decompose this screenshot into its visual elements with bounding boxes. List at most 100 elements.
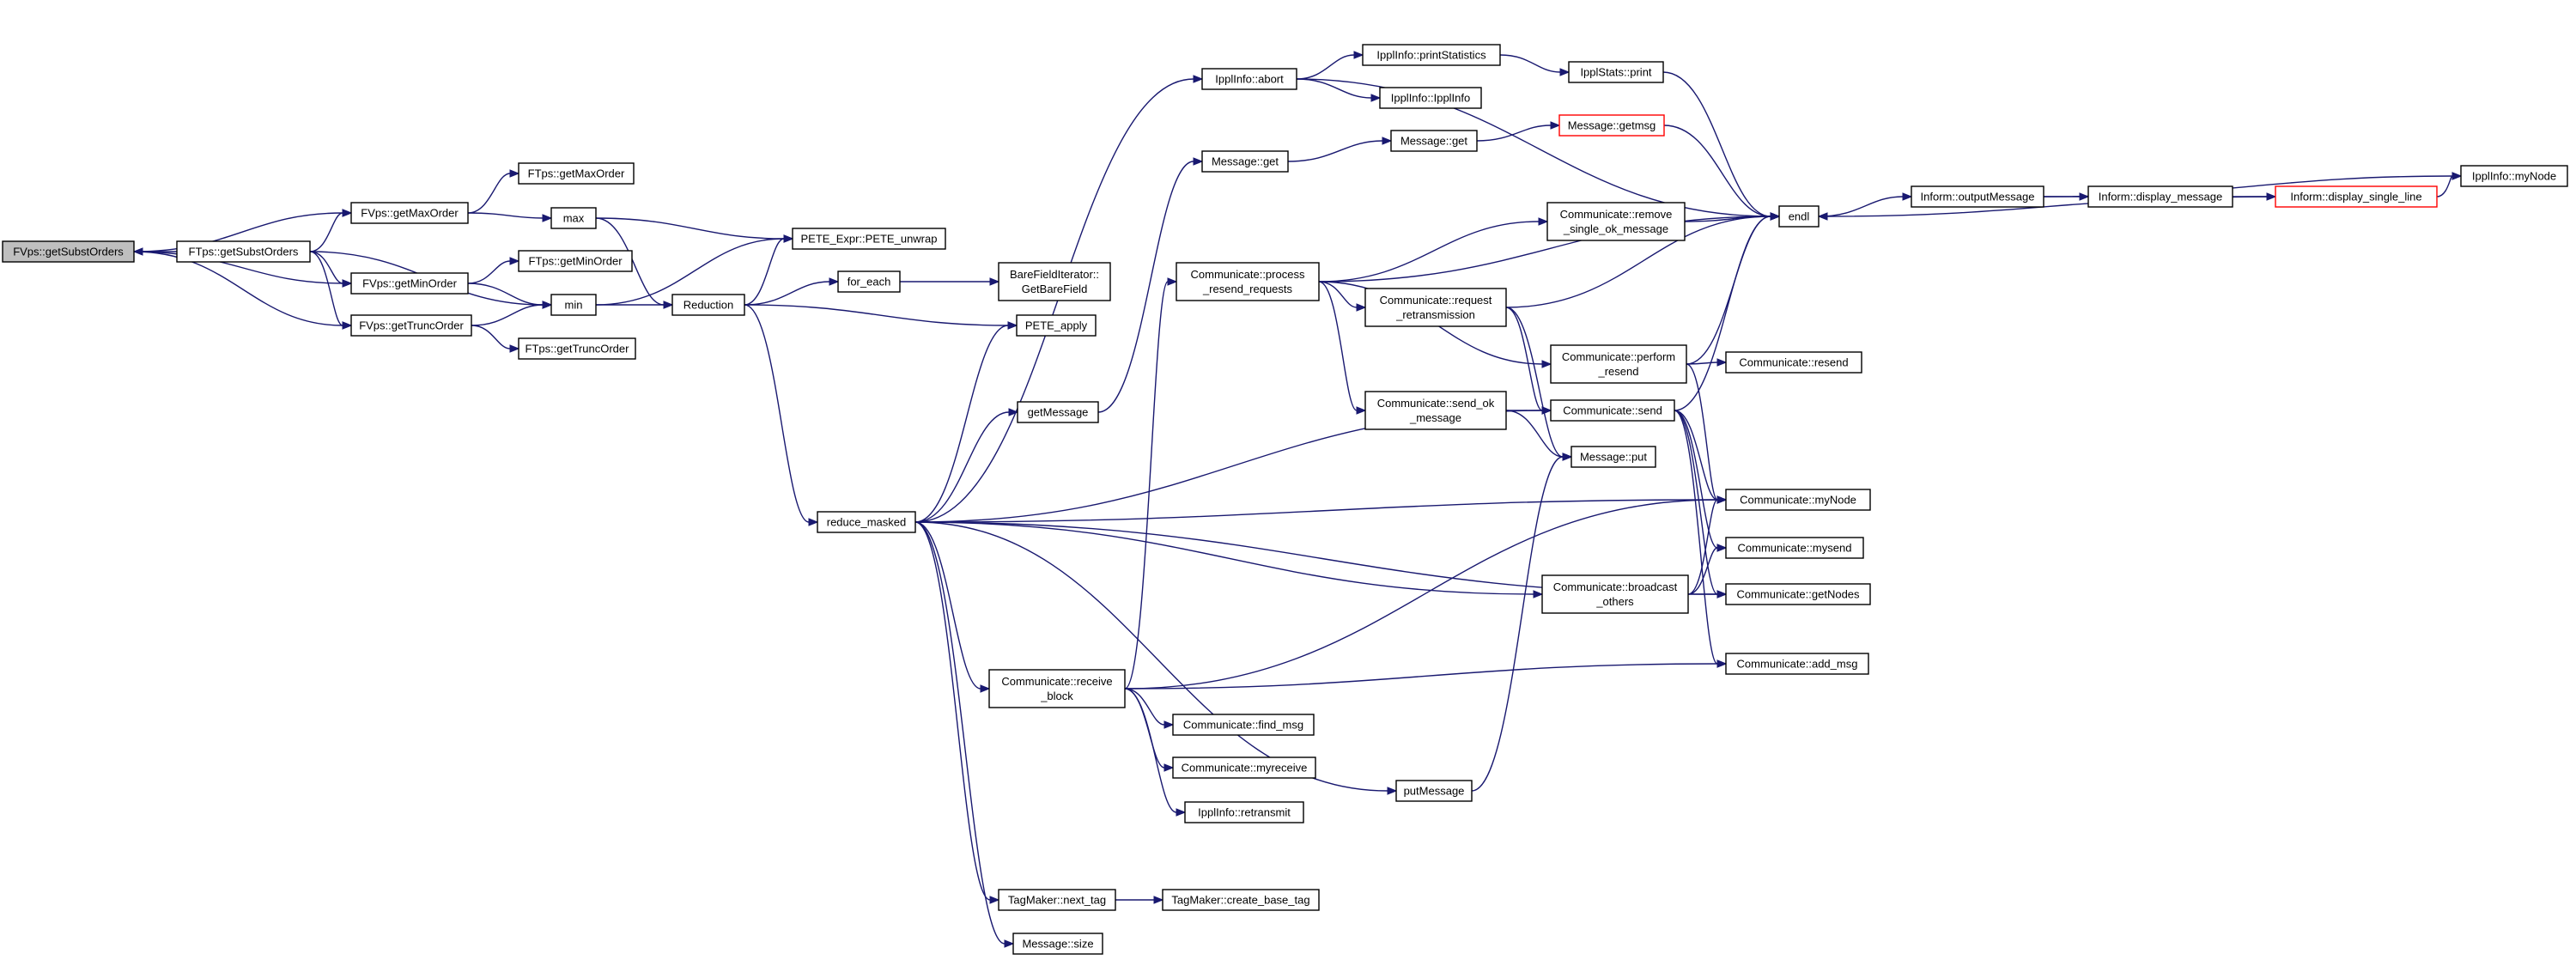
arrowhead <box>980 684 991 693</box>
node-label: Inform::display_message <box>2099 191 2223 204</box>
edge-line <box>914 521 1005 945</box>
graph-node-fvps-getmax[interactable]: FVps::getMaxOrder <box>350 202 469 224</box>
graph-node-ippl-abort[interactable]: IpplInfo::abort <box>1201 68 1297 90</box>
node-box <box>1184 801 1304 823</box>
graph-node-message-get2[interactable]: Message::get <box>1390 130 1478 152</box>
graph-node-comm-send[interactable]: Communicate::send <box>1550 399 1675 422</box>
arrowhead <box>509 344 520 353</box>
graph-node-putmessage[interactable]: putMessage <box>1395 780 1473 802</box>
graph-node-comm-getnodes[interactable]: Communicate::getNodes <box>1725 583 1871 605</box>
node-label: IpplInfo::printStatistics <box>1376 49 1486 62</box>
graph-node-comm-remove[interactable]: Communicate::remove_single_ok_message <box>1546 202 1686 241</box>
arrowhead <box>829 277 840 286</box>
node-label: Communicate::getNodes <box>1736 588 1860 601</box>
graph-node-for-each[interactable]: for_each <box>837 270 901 293</box>
graph-node-comm-request[interactable]: Communicate::request_retransmission <box>1364 288 1507 327</box>
graph-node-ftps-getmin[interactable]: FTps::getMinOrder <box>518 250 633 272</box>
edge-line <box>1674 410 1718 665</box>
graph-node-ippl-printstats[interactable]: IpplInfo::printStatistics <box>1362 44 1501 66</box>
graph-node-reduce-masked[interactable]: reduce_masked <box>817 511 916 533</box>
graph-node-message-size[interactable]: Message::size <box>1012 933 1103 955</box>
graph-node-pete-unwrap[interactable]: PETE_Expr::PETE_unwrap <box>792 228 946 250</box>
graph-node-tagmaker-create[interactable]: TagMaker::create_base_tag <box>1162 889 1320 911</box>
graph-node-comm-perform[interactable]: Communicate::perform_resend <box>1550 344 1687 384</box>
node-label: IpplInfo::abort <box>1215 73 1284 86</box>
edge-line <box>1318 221 1540 283</box>
graph-node-comm-mynode[interactable]: Communicate::myNode <box>1725 489 1871 511</box>
node-box <box>550 207 597 229</box>
arrowhead <box>989 277 1000 286</box>
edge-line <box>595 217 785 240</box>
graph-node-max[interactable]: max <box>550 207 597 229</box>
edge-line <box>309 212 343 252</box>
node-box <box>1364 288 1507 327</box>
graph-node-pete-apply[interactable]: PETE_apply <box>1016 314 1097 337</box>
graph-node-ippl-mynode[interactable]: IpplInfo::myNode <box>2460 165 2568 187</box>
graph-node-comm-myreceive[interactable]: Communicate::myreceive <box>1172 756 1316 779</box>
edge-line <box>471 304 544 326</box>
graph-node-inform-display[interactable]: Inform::display_message <box>2087 185 2233 208</box>
node-box <box>2 240 135 263</box>
edge-comm-receive-to-comm-findmsg <box>1124 688 1175 729</box>
graph-node-tagmaker-next[interactable]: TagMaker::next_tag <box>998 889 1116 911</box>
graph-node-comm-addmsg[interactable]: Communicate::add_msg <box>1725 653 1869 675</box>
graph-node-comm-broadcast[interactable]: Communicate::broadcast_others <box>1541 574 1689 614</box>
graph-node-fvps-getmin[interactable]: FVps::getMinOrder <box>350 272 469 295</box>
node-label: _message <box>1409 411 1461 424</box>
graph-node-message-put[interactable]: Message::put <box>1571 446 1656 468</box>
edge-line <box>133 212 343 252</box>
node-label: Communicate::request <box>1380 294 1492 307</box>
arrowhead <box>509 257 520 265</box>
graph-node-comm-findmsg[interactable]: Communicate::find_msg <box>1172 714 1315 736</box>
edge-comm-perform-to-comm-resend <box>1686 358 1728 367</box>
graph-node-inform-single[interactable]: Inform::display_single_line <box>2275 185 2438 208</box>
node-box <box>518 250 633 272</box>
node-box <box>1395 780 1473 802</box>
graph-node-comm-process[interactable]: Communicate::process_resend_requests <box>1176 262 1320 301</box>
graph-node-ippl-retransmit[interactable]: IpplInfo::retransmit <box>1184 801 1304 823</box>
node-box <box>2460 165 2568 187</box>
graph-node-comm-resend[interactable]: Communicate::resend <box>1725 351 1862 374</box>
graph-node-endl[interactable]: endl <box>1778 205 1820 228</box>
edge-line <box>1686 363 1718 501</box>
node-label: Reduction <box>683 299 734 312</box>
edge-message-get1-to-message-get2 <box>1287 137 1393 162</box>
graph-node-ftps-getsubst[interactable]: FTps::getSubstOrders <box>176 240 311 263</box>
edge-reduce-masked-to-putmessage <box>914 521 1398 795</box>
graph-node-getmessage[interactable]: getMessage <box>1017 401 1099 423</box>
node-box <box>1546 202 1686 241</box>
graph-node-fvps-getsubst[interactable]: FVps::getSubstOrders <box>2 240 135 263</box>
node-label: TagMaker::next_tag <box>1008 894 1106 907</box>
node-box <box>176 240 311 263</box>
graph-node-comm-receive[interactable]: Communicate::receive_block <box>988 669 1126 708</box>
node-box <box>1172 756 1316 779</box>
node-box <box>1176 262 1320 301</box>
graph-node-message-get1[interactable]: Message::get <box>1201 150 1289 173</box>
graph-node-comm-sendok[interactable]: Communicate::send_ok_message <box>1364 391 1507 430</box>
graph-node-min[interactable]: min <box>550 294 597 316</box>
edge-reduction-to-pete-apply <box>744 304 1018 330</box>
node-label: IpplInfo::retransmit <box>1198 806 1291 819</box>
graph-node-ippl-ipplinfo[interactable]: IpplInfo::IpplInfo <box>1379 87 1482 109</box>
edge-max-to-pete-unwrap <box>595 217 794 243</box>
edge-line <box>1674 216 1771 411</box>
node-label: Communicate::receive <box>1001 675 1112 688</box>
graph-node-message-getmsg[interactable]: Message::getmsg <box>1558 114 1665 137</box>
arrowhead <box>1370 94 1382 102</box>
graph-node-ftps-getmax[interactable]: FTps::getMaxOrder <box>518 162 635 185</box>
node-box <box>1778 205 1820 228</box>
graph-node-reduction[interactable]: Reduction <box>671 294 745 316</box>
graph-node-ftps-gettrunc[interactable]: FTps::getTruncOrder <box>518 337 636 360</box>
edge-reduction-to-for-each <box>744 277 840 306</box>
graph-node-fvps-gettrunc[interactable]: FVps::getTruncOrder <box>350 314 472 337</box>
graph-node-comm-mysend[interactable]: Communicate::mysend <box>1725 537 1864 559</box>
node-label: FVps::getMinOrder <box>362 277 457 290</box>
graph-node-barefield[interactable]: BareFieldIterator::GetBareField <box>998 262 1111 301</box>
node-box <box>1725 537 1864 559</box>
edge-line <box>914 325 1009 523</box>
node-label: Inform::outputMessage <box>1921 191 2035 204</box>
graph-node-inform-output[interactable]: Inform::outputMessage <box>1911 185 2044 208</box>
graph-node-ipplstats-print[interactable]: IpplStats::print <box>1568 61 1664 83</box>
edge-getmessage-to-message-get1 <box>1097 157 1204 413</box>
